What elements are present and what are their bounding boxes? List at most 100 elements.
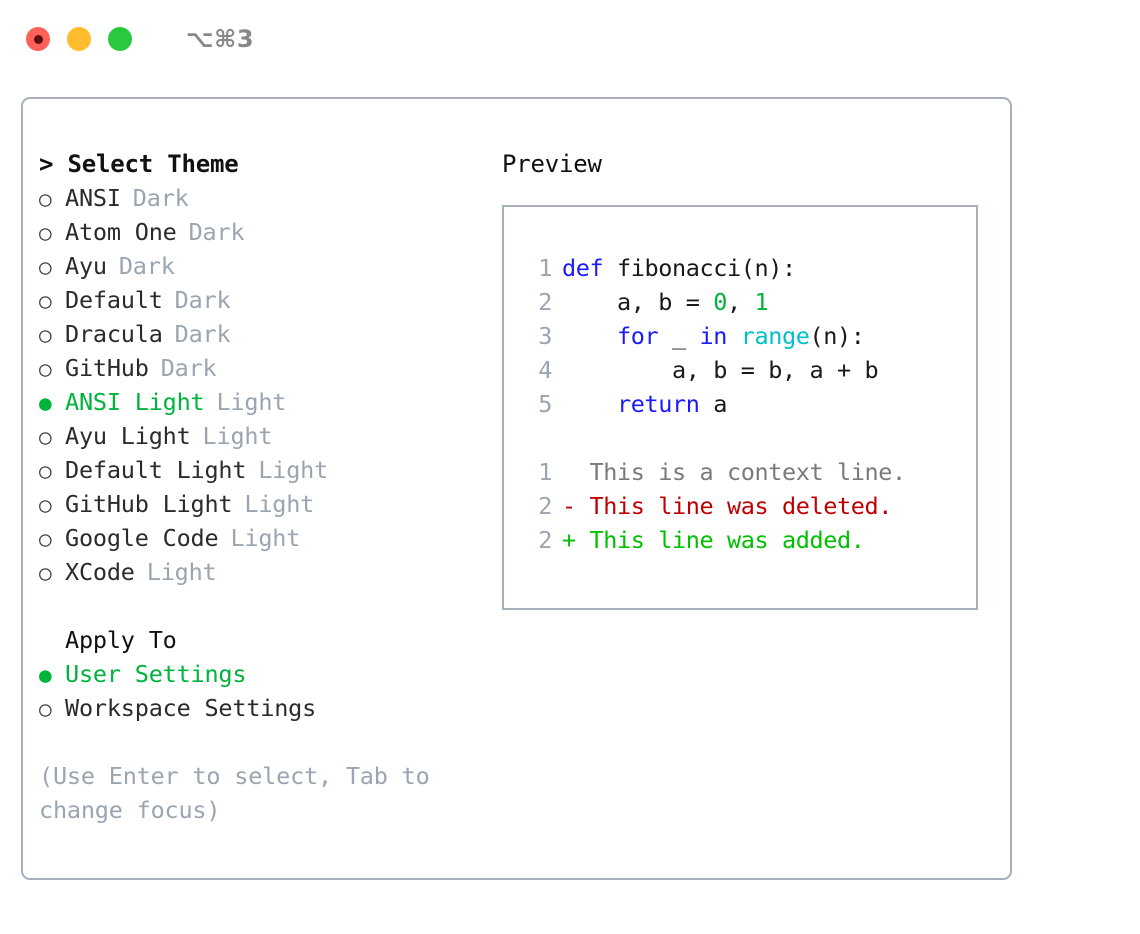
apply-to-title: Apply To xyxy=(65,626,177,654)
radio-selected-icon: ● xyxy=(39,391,52,415)
theme-option-ayu[interactable]: ○ Ayu Dark xyxy=(39,249,489,283)
code-token-num: 1 xyxy=(754,288,769,316)
code-token-id: (n): xyxy=(809,322,865,350)
theme-option-kind: Light xyxy=(216,388,287,416)
theme-option-dracula[interactable]: ○ Dracula Dark xyxy=(39,317,489,351)
theme-option-label: Default xyxy=(65,286,163,314)
theme-option-label: GitHub Light xyxy=(65,490,233,518)
code-token-kw: def xyxy=(562,254,617,282)
radio-unselected-icon: ○ xyxy=(39,289,52,313)
theme-option-ansi[interactable]: ○ ANSI Dark xyxy=(39,181,489,215)
apply-to-option-workspace-settings[interactable]: ○Workspace Settings xyxy=(39,691,489,725)
code-line-text: return a xyxy=(562,387,727,421)
code-token-id: a, b = xyxy=(562,288,714,316)
theme-option-label: Atom One xyxy=(65,218,177,246)
radio-unselected-icon: ○ xyxy=(39,493,52,517)
theme-option-label: GitHub xyxy=(65,354,149,382)
diff-sign xyxy=(562,455,576,489)
theme-option-kind: Dark xyxy=(118,252,175,280)
apply-to-list[interactable]: ●User Settings○Workspace Settings xyxy=(39,657,489,725)
theme-option-label: XCode xyxy=(65,558,135,586)
apply-to-option-user-settings[interactable]: ●User Settings xyxy=(39,657,489,691)
radio-unselected-icon: ○ xyxy=(39,187,52,211)
diff-line-text: This line was deleted. xyxy=(575,492,892,520)
diff-sample: 1 This is a context line.2- This line wa… xyxy=(522,455,976,557)
theme-option-kind: Dark xyxy=(174,320,231,348)
close-button[interactable] xyxy=(26,27,50,51)
theme-option-google-code[interactable]: ○ Google Code Light xyxy=(39,521,489,555)
theme-option-kind: Dark xyxy=(132,184,189,212)
theme-option-ansi-light[interactable]: ● ANSI Light Light xyxy=(39,385,489,419)
code-line: 2 a, b = 0, 1 xyxy=(522,285,976,319)
line-number: 2 xyxy=(538,492,552,520)
minimize-button[interactable] xyxy=(67,27,91,51)
diff-line-del: 2- This line was deleted. xyxy=(522,489,976,523)
code-token-id xyxy=(727,322,741,350)
theme-option-kind: Light xyxy=(230,524,301,552)
window-controls xyxy=(26,27,132,51)
diff-line-add: 2 + This line was added. xyxy=(522,523,976,557)
line-number: 3 xyxy=(538,322,552,350)
theme-option-atom-one[interactable]: ○ Atom One Dark xyxy=(39,215,489,249)
radio-unselected-icon: ○ xyxy=(39,425,52,449)
theme-option-label: ANSI Light xyxy=(65,388,205,416)
theme-option-label: Dracula xyxy=(65,320,163,348)
radio-unselected-icon: ○ xyxy=(39,323,52,347)
theme-option-label: Ayu Light xyxy=(65,422,191,450)
radio-unselected-icon: ○ xyxy=(39,255,52,279)
code-token-id: fibonacci(n): xyxy=(617,254,796,282)
code-token-kw: for xyxy=(617,322,659,350)
code-token-id: a xyxy=(699,390,727,418)
line-number: 4 xyxy=(538,356,552,384)
apply-to-option-label: Workspace Settings xyxy=(65,694,317,722)
select-theme-header: > Select Theme xyxy=(39,150,239,178)
theme-option-github-light[interactable]: ○ GitHub Light Light xyxy=(39,487,489,521)
code-line-text: a, b = 0, 1 xyxy=(562,285,769,319)
theme-option-kind: Light xyxy=(202,422,273,450)
diff-sign: + xyxy=(562,526,576,554)
preview-title: Preview xyxy=(502,150,602,178)
theme-option-label: Ayu xyxy=(65,252,107,280)
radio-unselected-icon: ○ xyxy=(39,221,52,245)
theme-option-label: ANSI xyxy=(65,184,121,212)
theme-option-kind: Light xyxy=(244,490,315,518)
keyboard-hint-text: (Use Enter to select, Tab to change focu… xyxy=(39,762,430,824)
preview-spacer xyxy=(522,421,976,455)
code-line: 3 for _ in range(n): xyxy=(522,319,976,353)
theme-option-kind: Dark xyxy=(188,218,245,246)
radio-unselected-icon: ○ xyxy=(39,459,52,483)
line-number: 2 xyxy=(538,526,552,554)
apply-to-section: Apply To ●User Settings○Workspace Settin… xyxy=(39,623,489,725)
radio-unselected-icon: ○ xyxy=(39,527,52,551)
code-token-kw: in xyxy=(699,322,728,350)
theme-option-label: Default Light xyxy=(65,456,247,484)
diff-line-text: This is a context line. xyxy=(575,458,906,486)
theme-option-ayu-light[interactable]: ○ Ayu Light Light xyxy=(39,419,489,453)
code-token-id: a, b = b, a + b xyxy=(562,356,879,384)
theme-option-kind: Dark xyxy=(174,286,231,314)
code-line-text: def fibonacci(n): xyxy=(562,251,796,285)
radio-unselected-icon: ○ xyxy=(39,357,52,381)
diff-line-text: This line was added. xyxy=(575,526,865,554)
title-bar: ⌥⌘3 xyxy=(0,0,1140,78)
code-line: 4 a, b = b, a + b xyxy=(522,353,976,387)
diff-sign: - xyxy=(562,492,576,520)
theme-option-default[interactable]: ○ Default Dark xyxy=(39,283,489,317)
theme-option-label: Google Code xyxy=(65,524,219,552)
code-token-num: 0 xyxy=(713,288,727,316)
diff-line-ctx: 1 This is a context line. xyxy=(522,455,976,489)
maximize-button[interactable] xyxy=(108,27,132,51)
code-token-kw: return xyxy=(617,390,700,418)
code-token-plain xyxy=(562,322,617,350)
theme-option-kind: Light xyxy=(146,558,217,586)
